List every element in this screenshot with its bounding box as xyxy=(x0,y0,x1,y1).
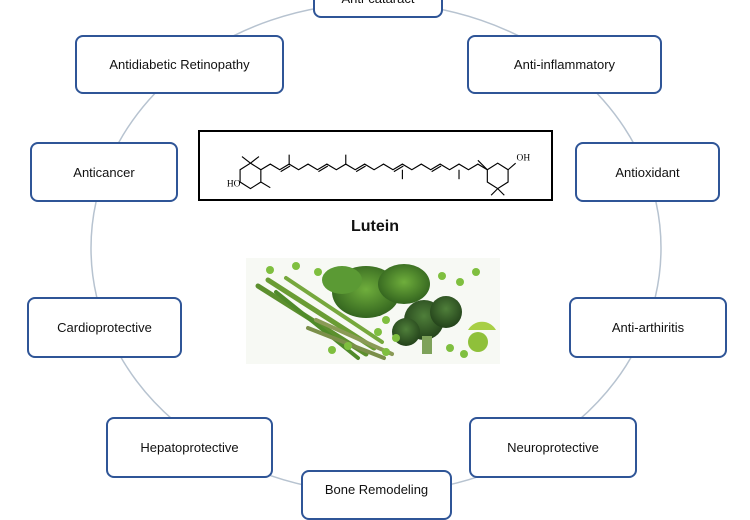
benefit-anti-cataract: Anti-cataract xyxy=(313,0,443,18)
benefit-bone-remodeling: Bone Remodeling xyxy=(301,470,452,520)
benefit-anticancer: Anticancer xyxy=(30,142,178,202)
hydroxyl-left-label: HO xyxy=(227,180,241,190)
benefit-anti-arthiritis: Anti-arthiritis xyxy=(569,297,727,358)
benefit-anti-inflammatory: Anti-inflammatory xyxy=(467,35,662,94)
benefit-hepatoprotective: Hepatoprotective xyxy=(106,417,273,478)
benefit-antidiabetic-retinopathy: Antidiabetic Retinopathy xyxy=(75,35,284,94)
lutein-structure-diagram: HO OH xyxy=(198,130,553,201)
benefit-cardioprotective: Cardioprotective xyxy=(27,297,182,358)
green-vegetables-image xyxy=(246,258,500,364)
hydroxyl-right-label: OH xyxy=(517,153,531,163)
benefit-neuroprotective: Neuroprotective xyxy=(469,417,637,478)
benefit-antioxidant: Antioxidant xyxy=(575,142,720,202)
lutein-title: Lutein xyxy=(351,218,399,235)
